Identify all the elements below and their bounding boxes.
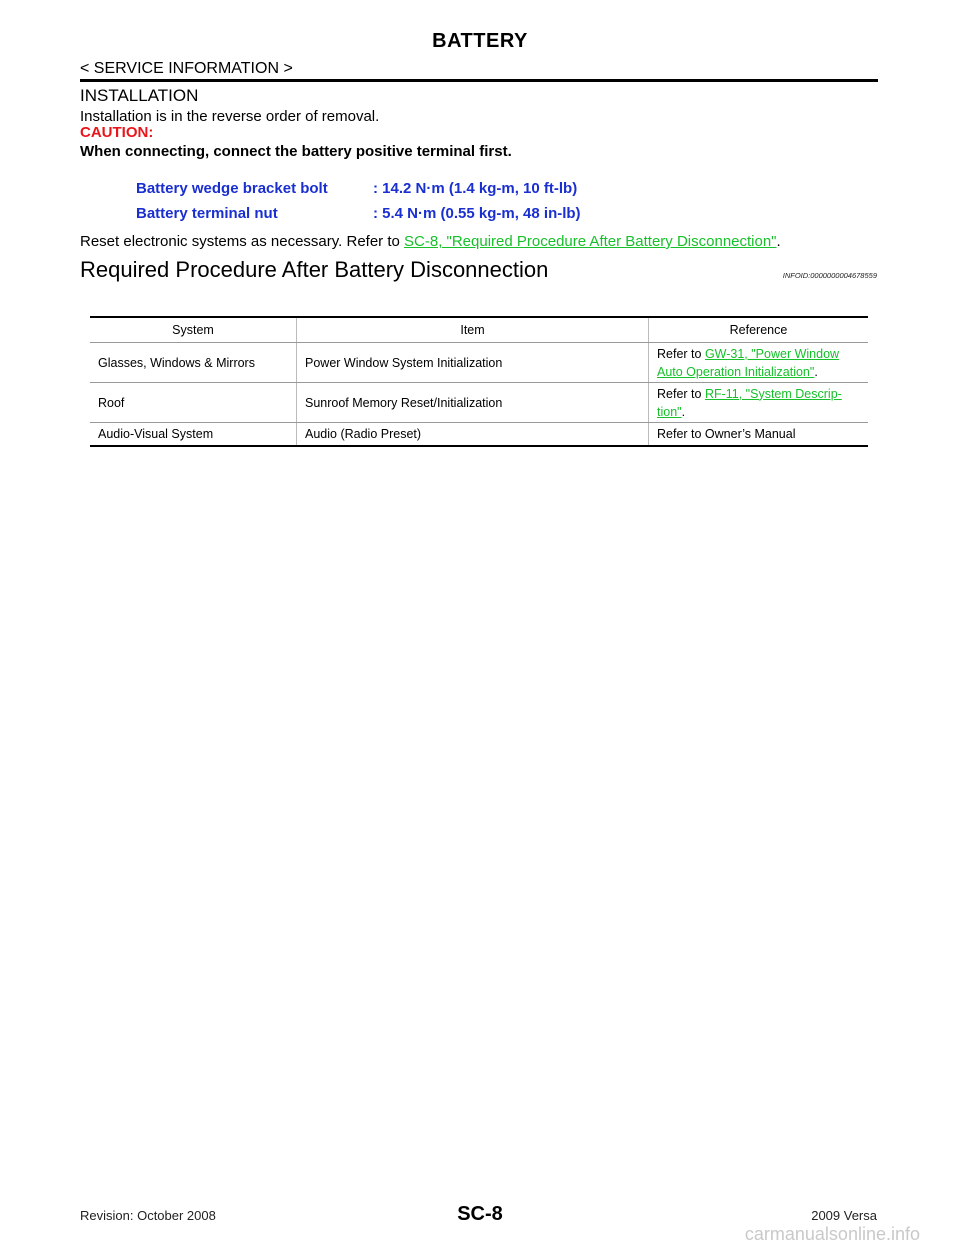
cell-system: Audio-Visual System (90, 422, 297, 447)
table-row: Roof Sunroof Memory Reset/Initialization… (90, 382, 868, 423)
ref-prefix: Refer to (657, 346, 705, 361)
ref-prefix: Refer to (657, 386, 705, 401)
cell-system: Roof (90, 382, 297, 423)
gw31-reference-link[interactable]: GW-31, "Power Window Auto Operation Init… (657, 347, 839, 379)
caution-label: CAUTION: (80, 124, 154, 141)
cell-reference: Refer to Owner’s Manual (648, 422, 868, 447)
link-text-line1[interactable]: RF-11, "System Descrip- (704, 386, 842, 401)
footer-revision: Revision: October 2008 (80, 1208, 216, 1223)
section-label: < SERVICE INFORMATION > (80, 60, 293, 77)
cell-item: Sunroof Memory Reset/Initialization (296, 382, 649, 423)
footer-page-number: SC-8 (457, 1203, 503, 1225)
cell-reference: Refer to RF-11, "System Descrip-tion". (648, 382, 868, 423)
cell-item: Audio (Radio Preset) (296, 422, 649, 447)
cell-system: Glasses, Windows & Mirrors (90, 342, 297, 383)
watermark: carmanualsonline.info (744, 1224, 920, 1244)
reset-note-prefix: Reset electronic systems as necessary. R… (80, 233, 405, 250)
page-title: BATTERY (432, 30, 528, 52)
table-row: Glasses, Windows & Mirrors Power Window … (90, 342, 868, 383)
reset-note: Reset electronic systems as necessary. R… (80, 233, 781, 250)
rf11-reference-link[interactable]: RF-11, "System Descrip-tion" (657, 387, 842, 419)
link-text-line2[interactable]: tion" (657, 404, 682, 419)
caution-text: When connecting, connect the battery pos… (80, 143, 512, 160)
torque-spec-name: Battery terminal nut (136, 205, 278, 222)
torque-spec-value: : 14.2 N·m (1.4 kg-m, 10 ft-lb) (373, 180, 578, 197)
torque-spec-row: Battery wedge bracket bolt : 14.2 N·m (1.… (136, 180, 577, 197)
sc8-reference-link[interactable]: SC-8, "Required Procedure After Battery … (404, 233, 777, 250)
torque-spec-row: Battery terminal nut : 5.4 N·m (0.55 kg-m… (136, 205, 581, 222)
cell-reference: Refer to GW-31, "Power Window Auto Opera… (648, 342, 868, 383)
installation-heading: INSTALLATION (80, 86, 199, 105)
info-id: INFOID:0000000004678559 (782, 271, 877, 280)
column-header-system: System (90, 316, 297, 343)
torque-spec-value: : 5.4 N·m (0.55 kg-m, 48 in-lb) (373, 205, 581, 222)
footer-model: 2009 Versa (811, 1208, 877, 1223)
table-row: Audio-Visual System Audio (Radio Preset)… (90, 422, 868, 447)
header-divider (80, 79, 878, 82)
ref-suffix: . (814, 364, 818, 379)
cell-item: Power Window System Initialization (296, 342, 649, 383)
column-header-reference: Reference (648, 316, 868, 343)
procedure-heading: Required Procedure After Battery Disconn… (80, 257, 549, 282)
table-header-row: System Item Reference (90, 316, 868, 343)
reset-note-suffix: . (776, 233, 781, 250)
torque-spec-name: Battery wedge bracket bolt (136, 180, 328, 197)
ref-suffix: . (681, 404, 686, 419)
column-header-item: Item (296, 316, 649, 343)
installation-text: Installation is in the reverse order of … (80, 108, 380, 125)
link-text-line2[interactable]: Auto Operation Initialization" (657, 364, 815, 379)
link-text-line1[interactable]: GW-31, "Power Window (704, 346, 840, 361)
procedure-table: System Item Reference Glasses, Windows &… (90, 316, 868, 447)
